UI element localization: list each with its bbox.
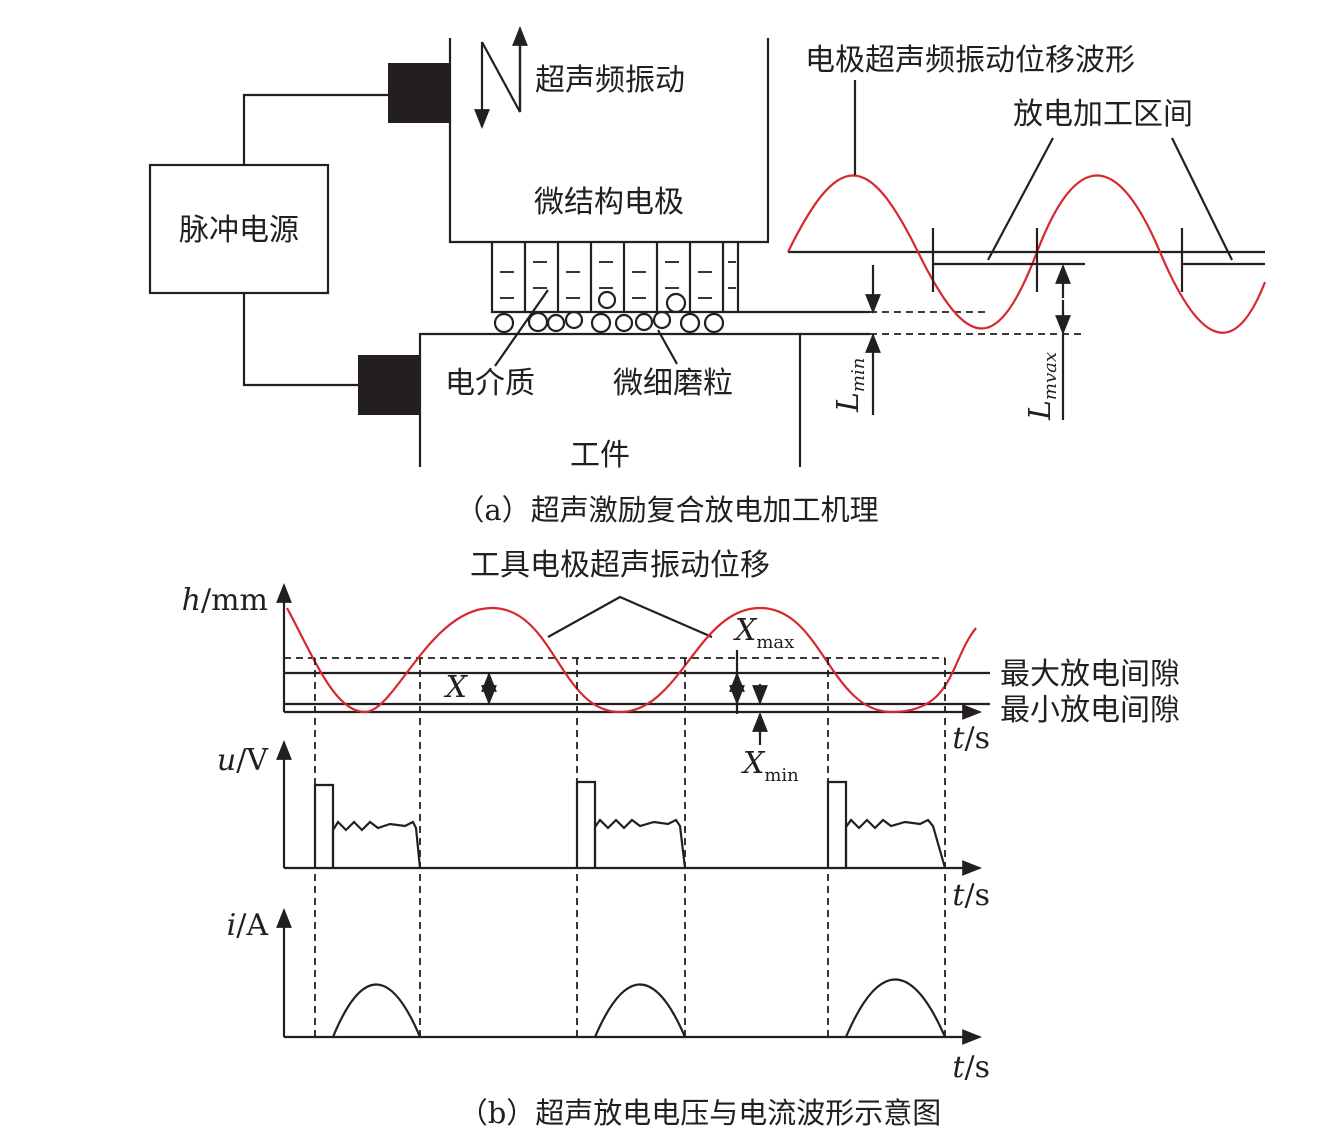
tool-displacement-waveform — [286, 606, 977, 714]
t-axis-label-1: t/s — [952, 721, 990, 756]
electrode-displacement-waveform — [787, 174, 1267, 334]
vertical-dashed-lines — [314, 658, 946, 1040]
lmin-label: Lmin — [831, 358, 869, 413]
voltage-waveform — [313, 780, 947, 869]
pulse-power-box — [148, 163, 330, 295]
caption-a: （a）超声激励复合放电加工机理 — [455, 493, 878, 527]
workpiece-body — [418, 332, 802, 467]
xmax-label: Xmax — [733, 613, 794, 653]
dielectric-leader — [494, 289, 549, 367]
min-gap-label: 最小放电间隙 — [1000, 693, 1180, 728]
abrasive-particles — [493, 290, 725, 334]
workpiece-terminal — [358, 355, 420, 415]
current-waveform — [331, 978, 947, 1038]
ultrasonic-vibration-label: 超声频振动 — [535, 63, 685, 98]
micro-electrode-label: 微结构电极 — [534, 185, 684, 220]
t-axis-label-3: t/s — [952, 1050, 990, 1085]
panel-a: 脉冲电源 微结构电极 超声频振动 — [148, 26, 1267, 527]
tool-vibration-label: 工具电极超声振动位移 — [470, 548, 770, 583]
t-axis-label-2: t/s — [952, 878, 990, 913]
caption-b: （b）超声放电电压与电流波形示意图 — [459, 1096, 942, 1130]
dielectric-label: 电介质 — [445, 366, 535, 401]
i-axis-label: i/A — [227, 908, 269, 943]
discharge-zone-label: 放电加工区间 — [1013, 97, 1193, 132]
h-axis-label: h/mm — [182, 583, 268, 618]
waveform-title: 电极超声频振动位移波形 — [805, 43, 1135, 78]
panel-b: 工具电极超声振动位移 h/mm t/s 最大放电间隙 最小放电间隙 X Xmax… — [182, 548, 1180, 1130]
lmax-label: Lmvax — [1023, 352, 1061, 421]
discharge-zone-leader-2 — [1171, 137, 1233, 261]
u-axis-label: u/V — [217, 743, 269, 778]
electrode-microstructure — [490, 242, 740, 314]
xmin-label: Xmin — [741, 746, 799, 786]
electrode-terminal — [388, 63, 450, 123]
x-label: X — [444, 670, 469, 705]
abrasive-label: 微细磨粒 — [613, 366, 733, 401]
tool-vibration-leader — [547, 595, 713, 639]
max-gap-label: 最大放电间隙 — [1000, 657, 1180, 692]
pulse-power-label: 脉冲电源 — [179, 213, 299, 248]
vibration-icon — [474, 26, 528, 129]
micro-electrode-body — [448, 38, 770, 244]
discharge-zone-leader-1 — [987, 137, 1054, 261]
upper-wire — [242, 93, 390, 165]
lower-wire — [242, 293, 360, 387]
workpiece-label: 工件 — [570, 438, 630, 473]
abrasive-leader — [657, 329, 678, 365]
